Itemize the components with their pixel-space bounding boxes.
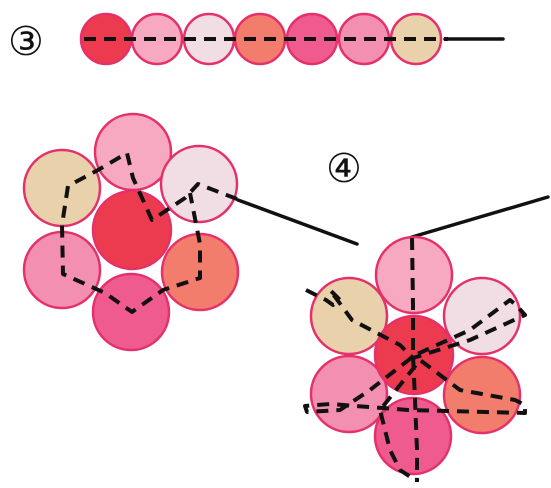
strand-bead-4 — [233, 12, 287, 66]
step-4-label: ④ — [326, 146, 362, 192]
flower-step-4 — [303, 195, 550, 482]
flower-3-center-bead — [91, 189, 173, 271]
flower-3-thread-tail — [236, 198, 359, 246]
flower-4-petal-bead-1 — [374, 235, 454, 315]
step-3-label: ③ — [8, 19, 44, 65]
flower-4-center-bead — [373, 314, 455, 396]
flower-4-petal-bead-5 — [309, 354, 389, 434]
bead-strand — [79, 12, 505, 66]
flower-step-3 — [22, 112, 359, 352]
flower-4-thread-tail — [410, 195, 550, 239]
flower-3-thread-path — [60, 151, 238, 314]
